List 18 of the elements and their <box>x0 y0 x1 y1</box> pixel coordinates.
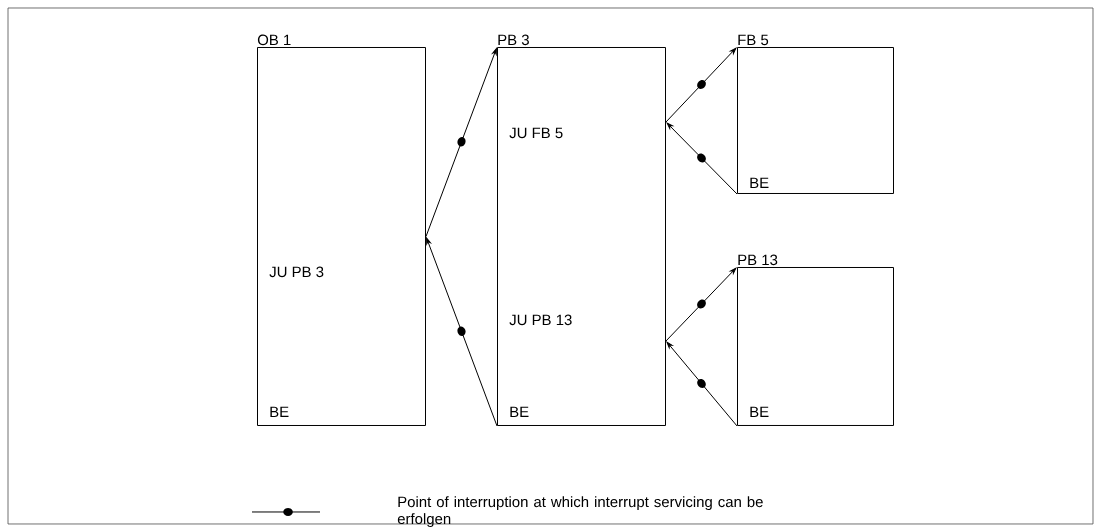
arrow <box>666 341 738 427</box>
block-heading: PB 3 <box>498 34 529 46</box>
end-statement: BE <box>750 406 769 417</box>
legend-text: Point of interruption at which interrupt servicing can be erfolgen <box>397 496 763 528</box>
jump-instruction: JU FB 5 <box>509 127 563 139</box>
arrow <box>665 47 737 123</box>
arrow <box>666 122 738 195</box>
block-heading: FB 5 <box>738 34 769 46</box>
jump-instruction: JU PB 13 <box>509 314 572 326</box>
end-statement: BE <box>750 177 769 188</box>
arrow <box>665 267 737 342</box>
block-heading: PB 13 <box>738 254 778 266</box>
arrow <box>426 237 498 427</box>
end-statement: BE <box>270 406 289 417</box>
arrow <box>425 47 497 237</box>
block-heading: OB 1 <box>257 34 291 46</box>
end-statement: BE <box>510 406 529 417</box>
jump-instruction: JU PB 3 <box>269 266 324 278</box>
